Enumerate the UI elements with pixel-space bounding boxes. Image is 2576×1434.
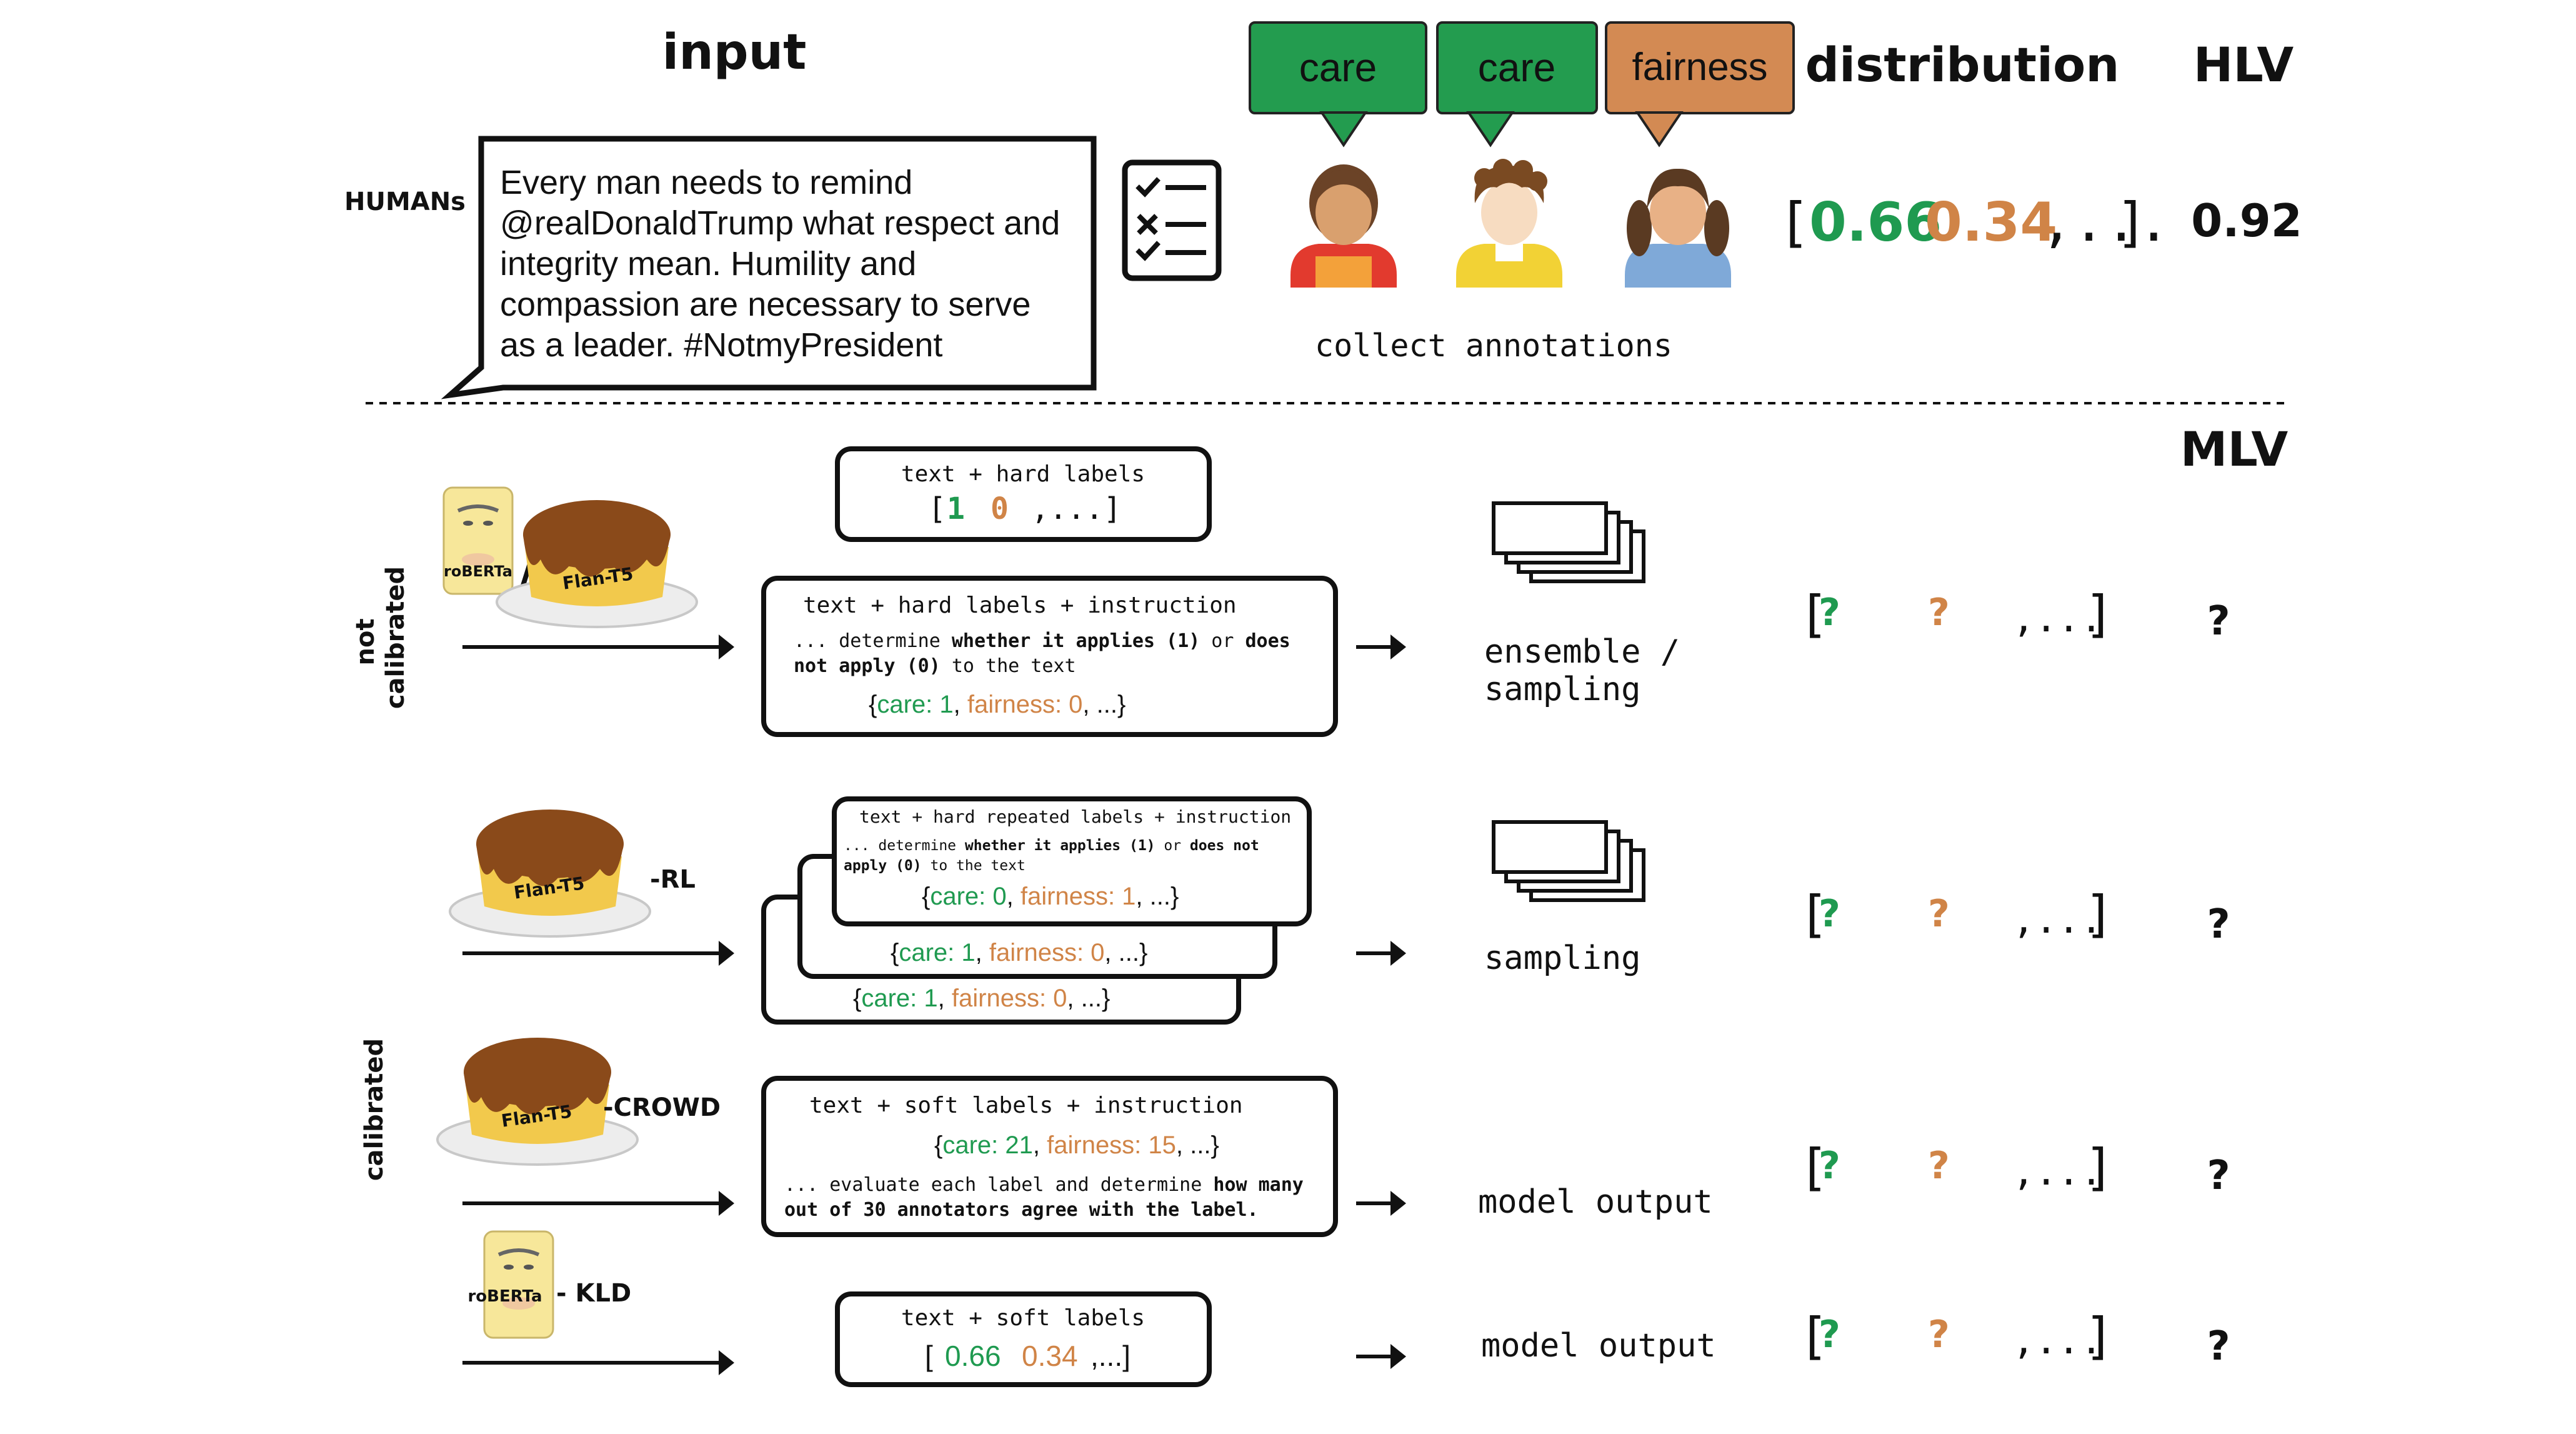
checklist-icon <box>1122 159 1222 281</box>
human-hlv-value: 0.92 <box>2191 194 2302 247</box>
method-arrow <box>1356 1191 1406 1216</box>
input-arrow <box>462 634 734 659</box>
bubble-label: care <box>1299 45 1377 90</box>
label-dict: {care: 1, fairness: 0, ...} <box>853 985 1110 1012</box>
instruction-text: ... evaluate each label and determine ho… <box>784 1174 1315 1221</box>
model-suffix: -CROWD <box>603 1093 721 1122</box>
mlv-hlv-value: ? <box>2207 901 2230 948</box>
annotator-avatar-3 <box>1625 168 1731 288</box>
annotation-bubble-1: care <box>1249 21 1427 148</box>
mlv-distribution: [ ? ? ,... ] <box>1799 883 2115 944</box>
soft-labels-box <box>835 1291 1212 1387</box>
annotation-bubble-3: fairness <box>1605 21 1795 148</box>
annotation-bubble-2: care <box>1436 21 1598 148</box>
tweet-text: Every man needs to remind @realDonaldTru… <box>500 164 1069 364</box>
input-arrow <box>462 1191 734 1216</box>
annotator-avatar-2 <box>1456 159 1562 288</box>
roberta-label: roBERTa <box>444 563 512 580</box>
soft-labels-vector: [ 0.66 0.34 ,...] <box>925 1340 1131 1372</box>
box-title: text + hard repeated labels + instructio… <box>859 806 1291 827</box>
human-distribution: [ 0.66 0.34 ,... ] <box>1778 191 2184 254</box>
method-label: model output <box>1481 1327 1716 1365</box>
tweet-speech-bubble <box>441 136 1097 399</box>
box-title: text + hard labels <box>901 461 1145 487</box>
tweet-line: as a leader. #NotmyPresident <box>500 326 942 364</box>
method-label: ensemble / sampling <box>1484 633 1699 708</box>
dist-value-care: 0.66 <box>1809 191 1942 254</box>
dist-rest: ,... <box>2040 191 2170 254</box>
label-dict: {care: 1, fairness: 0, ...} <box>891 939 1147 966</box>
distribution-header: distribution <box>1805 37 2120 93</box>
mlv-hlv-value: ? <box>2207 1153 2230 1199</box>
stacked-instruction-box-front <box>832 796 1312 926</box>
humans-label: HUMANs <box>344 188 466 216</box>
mlv-distribution: [ ? ? ,... ] <box>1799 1135 2115 1196</box>
hard-labels-vector: [ 1 0 ,...] <box>928 491 1122 526</box>
tweet-line: @realDonaldTrump what respect and <box>500 204 1060 242</box>
tweet-line: integrity mean. Humility and <box>500 245 916 283</box>
method-arrow <box>1356 634 1406 659</box>
mlv-distribution: [ ? ? ,... ] <box>1799 1303 2115 1365</box>
bracket: [ <box>1778 191 1810 254</box>
flan-t5-model-icon <box>449 808 651 938</box>
mlv-header: MLV <box>2180 421 2289 477</box>
dist-value-fairness: 0.34 <box>1925 191 2057 254</box>
label-dict: {care: 21, fairness: 15, ...} <box>934 1131 1219 1159</box>
tweet-line: compassion are necessary to serve <box>500 286 1031 323</box>
model-suffix: -RL <box>650 865 696 894</box>
box-title: text + soft labels <box>901 1305 1145 1331</box>
collect-annotations-caption: collect annotations <box>1315 328 1672 364</box>
input-header: input <box>662 24 807 81</box>
instruction-text: ... determine whether it applies (1) or … <box>794 630 1302 677</box>
mlv-hlv-value: ? <box>2207 598 2230 644</box>
input-arrow <box>462 941 734 966</box>
label-dict: {care: 0, fairness: 1, ...} <box>922 883 1179 910</box>
bracket: ] <box>2115 191 2148 254</box>
calibrated-label: calibrated <box>360 1038 389 1181</box>
tweet-line: Every man needs to remind <box>500 164 912 201</box>
not-calibrated-label: not calibrated <box>351 566 410 709</box>
method-label: model output <box>1478 1183 1713 1221</box>
hard-labels-box <box>835 446 1212 542</box>
bubble-label: care <box>1478 45 1556 90</box>
mlv-distribution: [ ? ? ,... ] <box>1799 581 2115 643</box>
roberta-model-icon <box>484 1231 553 1338</box>
hlv-header: HLV <box>2194 37 2294 93</box>
box-title: text + soft labels + instruction <box>809 1093 1243 1118</box>
bubble-label: fairness <box>1632 46 1767 89</box>
mlv-hlv-value: ? <box>2207 1323 2230 1370</box>
box-title: text + hard labels + instruction <box>803 593 1237 618</box>
roberta-label: roBERTa <box>467 1287 542 1306</box>
samples-stack-icon <box>1492 501 1645 583</box>
soft-labels-instruction-box <box>761 1076 1338 1237</box>
samples-stack-icon <box>1492 820 1645 902</box>
method-arrow <box>1356 1344 1406 1369</box>
model-suffix: - KLD <box>556 1279 631 1308</box>
input-arrow <box>462 1350 734 1375</box>
method-arrow <box>1356 941 1406 966</box>
instruction-box <box>761 576 1338 737</box>
annotator-avatar-1 <box>1290 164 1397 288</box>
label-dict: {care: 1, fairness: 0, ...} <box>869 691 1126 718</box>
instruction-text: ... determine whether it applies (1) or … <box>844 838 1268 874</box>
method-label: sampling <box>1484 940 1640 977</box>
